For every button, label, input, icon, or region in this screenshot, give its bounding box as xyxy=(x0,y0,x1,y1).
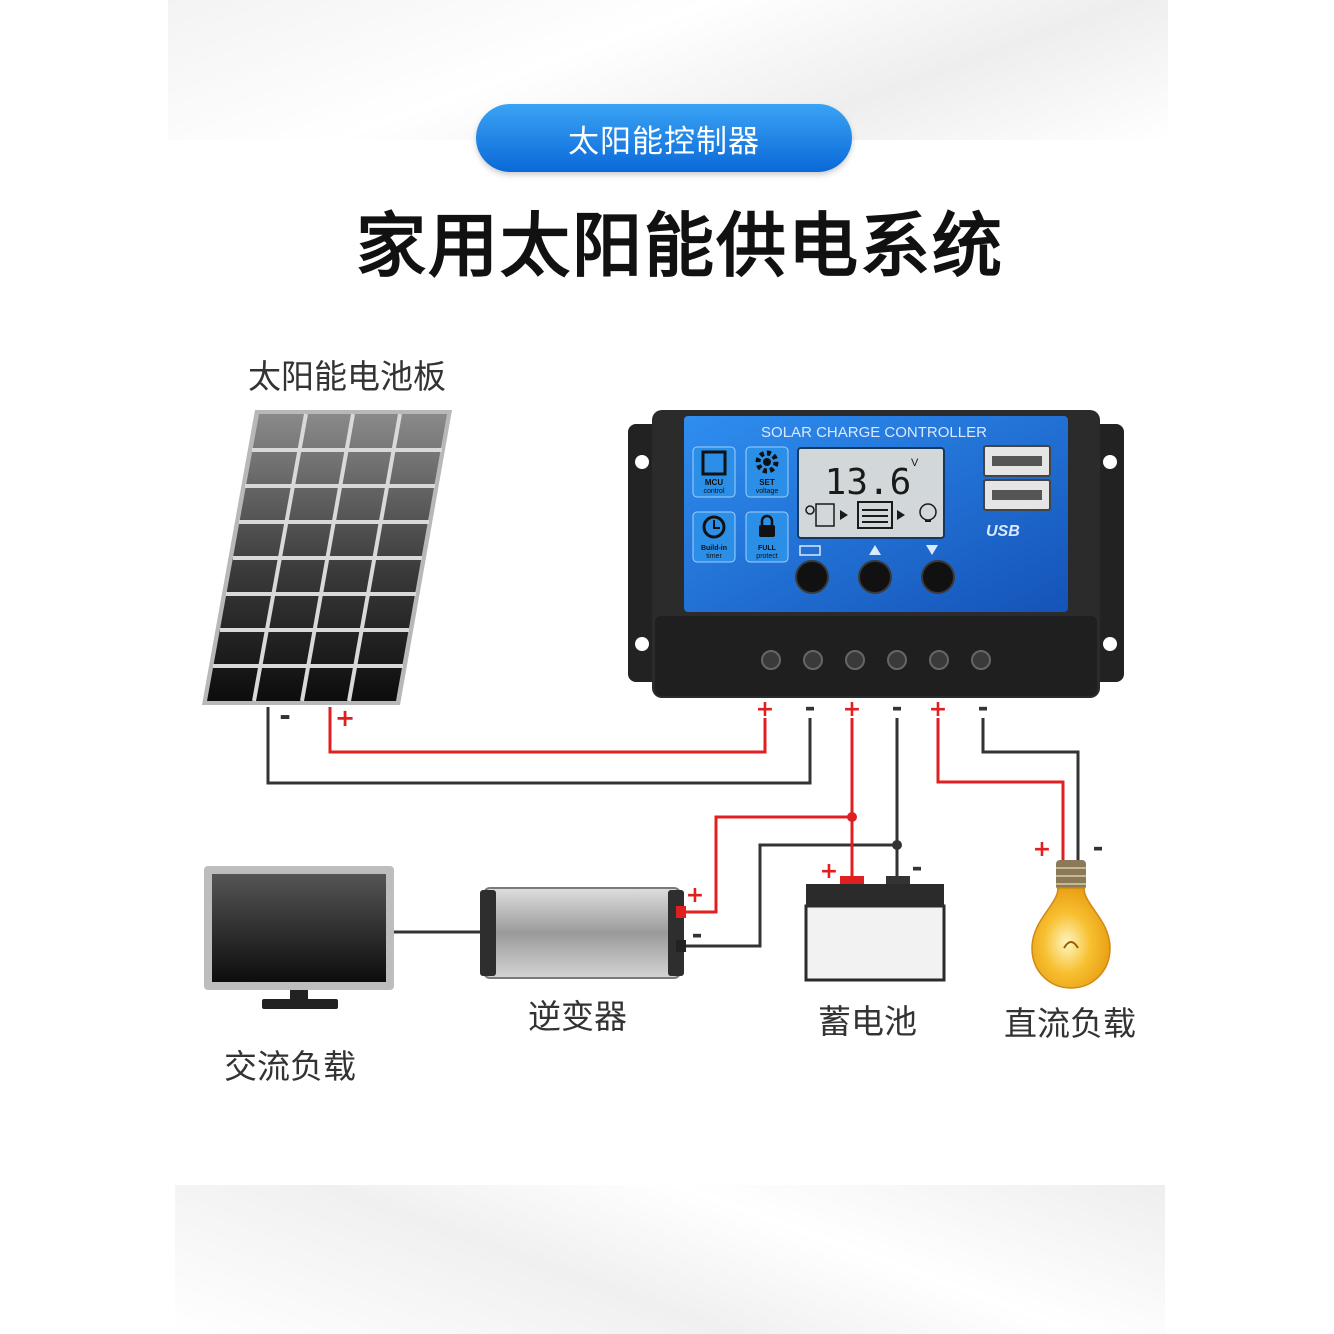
battery-post-negative xyxy=(886,876,910,886)
button-right xyxy=(921,560,955,594)
gear-icon xyxy=(755,450,779,474)
button-icon-down xyxy=(926,545,938,555)
load-positive-wire xyxy=(936,718,1065,862)
inverter-end-left xyxy=(480,890,496,976)
terminal-5-mark: + xyxy=(929,697,947,722)
battery-minus-mark: - xyxy=(912,853,923,883)
set-badge-line1: SET xyxy=(759,478,775,487)
clock-icon xyxy=(702,515,726,539)
inverter-body xyxy=(483,887,681,979)
mount-hole-left-top xyxy=(635,455,649,469)
terminal-load-positive xyxy=(929,650,949,670)
bulb-glass xyxy=(1031,887,1111,989)
inverter xyxy=(480,887,686,979)
panel-icon xyxy=(815,503,835,527)
panel-negative-wire xyxy=(266,707,812,785)
arrow-icon-2 xyxy=(897,510,905,520)
terminal-strip xyxy=(655,616,1097,696)
battery-post-positive xyxy=(840,876,864,886)
lock-icon xyxy=(759,525,775,537)
terminal-battery-positive xyxy=(845,650,865,670)
terminal-4-mark: - xyxy=(892,693,903,723)
mount-hole-right-bottom xyxy=(1103,637,1117,651)
battery-plus-mark: + xyxy=(820,859,838,884)
battery-label: 蓄电池 xyxy=(818,1002,917,1041)
terminal-6-mark: - xyxy=(978,693,989,723)
battery-icon xyxy=(857,501,893,529)
monitor-neck xyxy=(290,990,308,1000)
inverter-positive-wire xyxy=(682,815,852,914)
terminal-load-negative xyxy=(971,650,991,670)
terminal-panel-negative xyxy=(803,650,823,670)
controller-badge: 太阳能控制器 xyxy=(476,104,852,172)
battery-case xyxy=(804,904,946,982)
controller-badge-text: 太阳能控制器 xyxy=(568,123,760,160)
mcu-badge-line2: control xyxy=(703,488,724,495)
solar-panel-label: 太阳能电池板 xyxy=(248,357,446,396)
load-minus-mark: - xyxy=(1093,833,1104,863)
panel-positive-wire xyxy=(328,707,767,754)
mount-hole-right-top xyxy=(1103,455,1117,469)
monitor-stand xyxy=(262,999,338,1009)
timer-badge-line1: Build-in xyxy=(701,545,727,552)
terminal-2-mark: - xyxy=(805,693,816,723)
terminal-screws xyxy=(761,650,991,670)
polarity-marks: - + + - + - + - + - + - + - xyxy=(279,693,1103,950)
terminal-1-mark: + xyxy=(756,697,774,722)
battery xyxy=(804,876,946,982)
positive-junction xyxy=(847,812,857,822)
ac-load-label: 交流负载 xyxy=(224,1047,356,1086)
inverter-label: 逆变器 xyxy=(528,997,627,1036)
button-middle xyxy=(858,560,892,594)
arrow-icon xyxy=(840,510,848,520)
panel-minus-mark: - xyxy=(279,699,291,732)
solar-panel xyxy=(202,410,452,705)
lcd-status-icons xyxy=(805,501,937,529)
mcu-badge-line1: MCU xyxy=(705,478,723,487)
bulb-filament xyxy=(1063,941,1079,949)
sun-icon xyxy=(805,505,815,515)
page-title: 家用太阳能供电系统 xyxy=(356,205,1004,287)
dc-load-label: 直流负载 xyxy=(1004,1004,1136,1043)
terminal-3-mark: + xyxy=(843,697,861,722)
load-negative-wire xyxy=(981,718,1080,862)
bottom-background-panel xyxy=(175,1185,1165,1334)
load-plus-mark: + xyxy=(1033,837,1051,862)
lcd-voltage-value: 13.6 xyxy=(825,462,912,503)
inverter-negative-wire xyxy=(682,843,897,948)
inverter-minus-mark: - xyxy=(692,920,703,950)
positive-wires xyxy=(328,707,1065,914)
protect-badge-line2: protect xyxy=(756,553,777,560)
charge-controller: SOLAR CHARGE CONTROLLER MCU control SET … xyxy=(628,410,1124,698)
mount-hole-left-bottom xyxy=(635,637,649,651)
lcd-voltage-unit: V xyxy=(911,457,919,469)
set-badge-line2: voltage xyxy=(756,488,779,495)
panel-plus-mark: + xyxy=(335,704,355,732)
button-icon-up xyxy=(869,545,881,555)
negative-junction xyxy=(892,840,902,850)
usb-label: USB xyxy=(986,523,1020,540)
controller-title: SOLAR CHARGE CONTROLLER xyxy=(761,424,987,441)
inverter-terminal-positive xyxy=(676,906,686,918)
terminal-battery-negative xyxy=(887,650,907,670)
monitor-screen xyxy=(212,874,386,982)
light-bulb xyxy=(1031,860,1111,989)
timer-badge-line2: timer xyxy=(706,553,722,560)
inverter-terminal-negative xyxy=(676,940,686,952)
monitor xyxy=(204,866,394,1009)
protect-badge-line1: FULL xyxy=(758,545,777,552)
terminal-panel-positive xyxy=(761,650,781,670)
button-left xyxy=(795,560,829,594)
button-icon-battery xyxy=(799,545,821,556)
inverter-end-right xyxy=(668,890,684,976)
solar-panel-grid xyxy=(213,413,442,702)
negative-wires xyxy=(266,707,1080,948)
inverter-plus-mark: + xyxy=(686,883,704,908)
battery-lid xyxy=(806,884,944,908)
